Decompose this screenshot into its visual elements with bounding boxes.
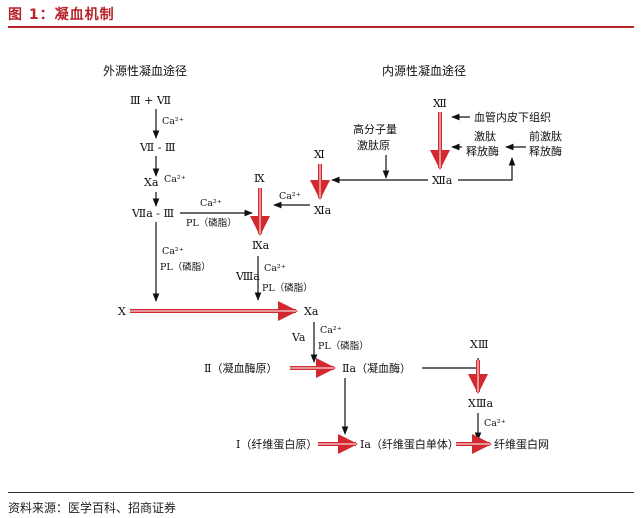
node-xiiia: ⅩⅢa (468, 397, 493, 410)
node-kallikrein-releasing: 释放酶 (466, 144, 499, 158)
node-xi: Ⅺ (314, 148, 325, 161)
node-xa-left: Ⅹa (144, 176, 159, 189)
node-ixa: Ⅸa (252, 239, 270, 252)
label-ca-6: Ca²⁺ (264, 263, 286, 274)
source-rule (8, 492, 634, 493)
node-kininogen: 激肽原 (357, 138, 390, 152)
node-viia-iii: Ⅶa - Ⅲ (131, 207, 174, 220)
node-iia-thrombin: Ⅱa（凝血酶） (342, 361, 411, 375)
node-ii-prothrombin: Ⅱ（凝血酶原） (204, 361, 277, 375)
node-vessel-subendothelium: 血管内皮下组织 (474, 110, 551, 124)
node-fibrin-net: 纤维蛋白网 (494, 437, 549, 451)
label-pl-3: PL（磷脂） (262, 282, 313, 294)
label-pl-2: PL（磷脂） (160, 261, 211, 273)
node-ix: Ⅸ (254, 172, 265, 185)
node-viiia: Ⅷa (235, 270, 260, 283)
node-hmwk: 高分子量 (353, 122, 397, 136)
label-pl-4: PL（磷脂） (318, 340, 369, 352)
label-ca-1: Ca²⁺ (162, 116, 184, 127)
node-xia: Ⅺa (314, 204, 332, 217)
node-ia-fibrin-monomer: Ⅰa（纤维蛋白单体） (360, 437, 459, 451)
line-iia-to-xiii-junction (422, 358, 479, 369)
figure-title: 图 1：凝血机制 (8, 7, 115, 23)
arrow-xiia-feedback (458, 157, 516, 181)
label-ca-8: Ca²⁺ (484, 418, 506, 429)
node-xiia: Ⅻa (432, 174, 453, 187)
node-x: Ⅹ (118, 305, 126, 318)
intrinsic-pathway-header: 内源性凝血途径 (382, 63, 466, 78)
node-i-fibrinogen: Ⅰ（纤维蛋白原） (236, 437, 317, 451)
label-pl-1: PL（磷脂） (186, 217, 237, 229)
label-ca-3: Ca²⁺ (200, 198, 222, 209)
node-prekallikrein: 前激肽 (529, 129, 562, 143)
title-rule (8, 26, 634, 28)
node-xiii: ⅩⅢ (470, 338, 488, 351)
label-ca-2: Ca²⁺ (164, 174, 186, 185)
node-xa-center: Ⅹa (304, 305, 319, 318)
node-iii-vii: Ⅲ + Ⅶ (130, 94, 171, 107)
node-va: Va (291, 331, 306, 344)
node-vii-iii: Ⅶ - Ⅲ (139, 141, 176, 154)
label-ca-4: Ca²⁺ (162, 246, 184, 257)
source-note: 资料来源：医学百科、招商证券 (8, 501, 177, 515)
node-kallikrein: 激肽 (474, 129, 496, 143)
label-ca-5: Ca²⁺ (279, 191, 301, 202)
label-ca-7: Ca²⁺ (320, 325, 342, 336)
extrinsic-pathway-header: 外源性凝血途径 (103, 63, 187, 78)
node-prekallikrein-releasing: 释放酶 (529, 144, 562, 158)
node-xii: Ⅻ (433, 97, 447, 110)
